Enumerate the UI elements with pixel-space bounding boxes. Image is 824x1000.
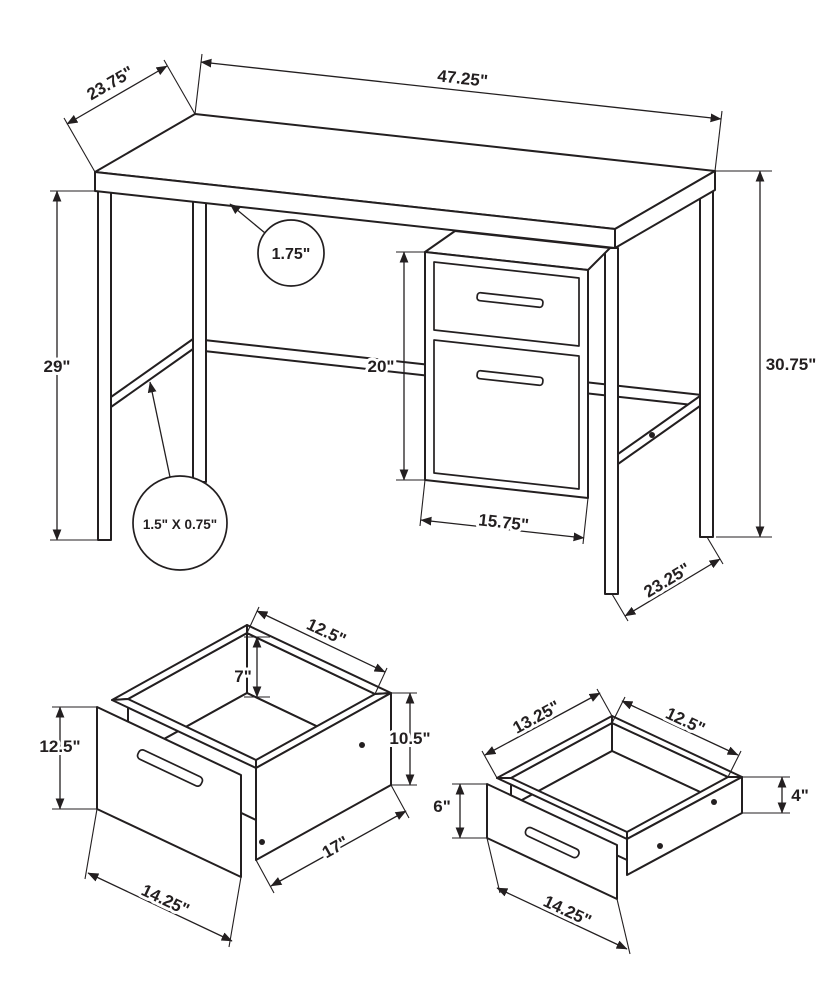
sd-rim-front (496, 777, 628, 840)
desk-leg-right-back (699, 189, 714, 538)
cam-dot (649, 432, 655, 438)
extension-line (486, 837, 501, 894)
leader-line (229, 203, 266, 234)
callout-desktop-thickness: 1.75" (229, 203, 325, 287)
desk-stretcher-right (617, 395, 701, 465)
dim-label-sd-front-width: 14.25" (540, 892, 594, 931)
desktop-end-face (614, 170, 716, 249)
extension-line (228, 876, 242, 948)
drawer-handle-bottom (476, 369, 544, 387)
extension-line (163, 59, 196, 115)
desk-leg-right-front (604, 247, 619, 595)
dim-ld-inner-height: 7" (231, 636, 270, 698)
dimension-line (496, 887, 628, 950)
dim-sd-side-height: 4" (742, 776, 812, 814)
dim-ld-side-height: 10.5" (386, 692, 434, 786)
desk-assembly (94, 113, 716, 595)
dim-label-pedestal-height: 20" (368, 357, 395, 376)
dimension-line (270, 810, 407, 887)
cam-dot (657, 843, 663, 849)
dim-label-ld-side-depth: 17" (319, 832, 352, 862)
dim-desk-depth-bottom: 23.25" (611, 536, 724, 622)
dim-label-sd-front-height: 6" (433, 797, 451, 816)
callout-label-thickness: 1.75" (272, 246, 311, 263)
dim-label-pedestal-width: 15.75" (477, 510, 529, 534)
extension-line (419, 479, 426, 527)
dim-pedestal-height: 20" (365, 251, 425, 481)
extension-line (194, 53, 203, 115)
dim-label-sd-inner-width: 12.5" (663, 704, 708, 739)
extension-line (611, 593, 629, 622)
extension-line (255, 859, 275, 894)
drawer-front-bottom (433, 339, 580, 490)
large-drawer-assembly (96, 624, 392, 878)
extension-line (727, 750, 742, 778)
dimension-line (621, 700, 739, 756)
dim-label-total-height: 30.75" (766, 355, 817, 374)
extension-line (63, 117, 96, 173)
cam-dot (711, 799, 717, 805)
extension-line (390, 784, 410, 819)
ld-handle (136, 748, 204, 788)
dim-label-desk-depth-top: 23.75" (84, 62, 137, 104)
extension-line (582, 497, 589, 545)
dim-label-leg-height: 29" (44, 357, 71, 376)
dim-label-sd-side-height: 4" (791, 786, 809, 805)
sd-handle (524, 826, 580, 859)
dim-label-ld-side-height: 10.5" (389, 729, 430, 748)
dim-desk-total-height: 30.75" (716, 170, 819, 538)
small-drawer-assembly (486, 715, 743, 900)
desk-stretcher-left (110, 338, 194, 408)
dim-ld-front-height: 12.5" (36, 706, 97, 810)
leader-line (147, 381, 171, 478)
dimension-line (256, 610, 386, 673)
dim-sd-front-height: 6" (430, 783, 487, 839)
desk-leg-left-front (97, 190, 112, 541)
callout-circle (257, 219, 325, 287)
dimension-line (420, 516, 585, 542)
dimension-line (484, 692, 601, 756)
extension-line (706, 536, 724, 565)
ld-rim-front (111, 698, 257, 769)
extension-line (84, 808, 98, 880)
cam-dot (359, 742, 365, 748)
dim-label-sd-side-depth: 13.25" (510, 697, 564, 738)
callout-circle (132, 475, 228, 571)
dim-desk-leg-height: 29" (41, 190, 98, 541)
dim-label-desk-width-top: 47.25" (436, 66, 488, 90)
cam-dot (259, 839, 265, 845)
dim-label-ld-front-height: 12.5" (39, 737, 80, 756)
extension-line (714, 110, 723, 172)
dimension-line (87, 872, 233, 942)
dimension-line (624, 558, 721, 617)
dimension-line (66, 65, 168, 125)
dim-label-ld-front-width: 14.25" (138, 881, 192, 920)
extension-line (481, 750, 498, 779)
callout-frame-tube: 1.5" X 0.75" (132, 381, 228, 571)
callout-label-tube: 1.5" X 0.75" (143, 517, 217, 532)
extension-line (374, 667, 388, 695)
dimension-line (200, 58, 722, 123)
drawer-handle-top (476, 291, 544, 309)
dim-label-ld-inner-height: 7" (234, 667, 252, 686)
